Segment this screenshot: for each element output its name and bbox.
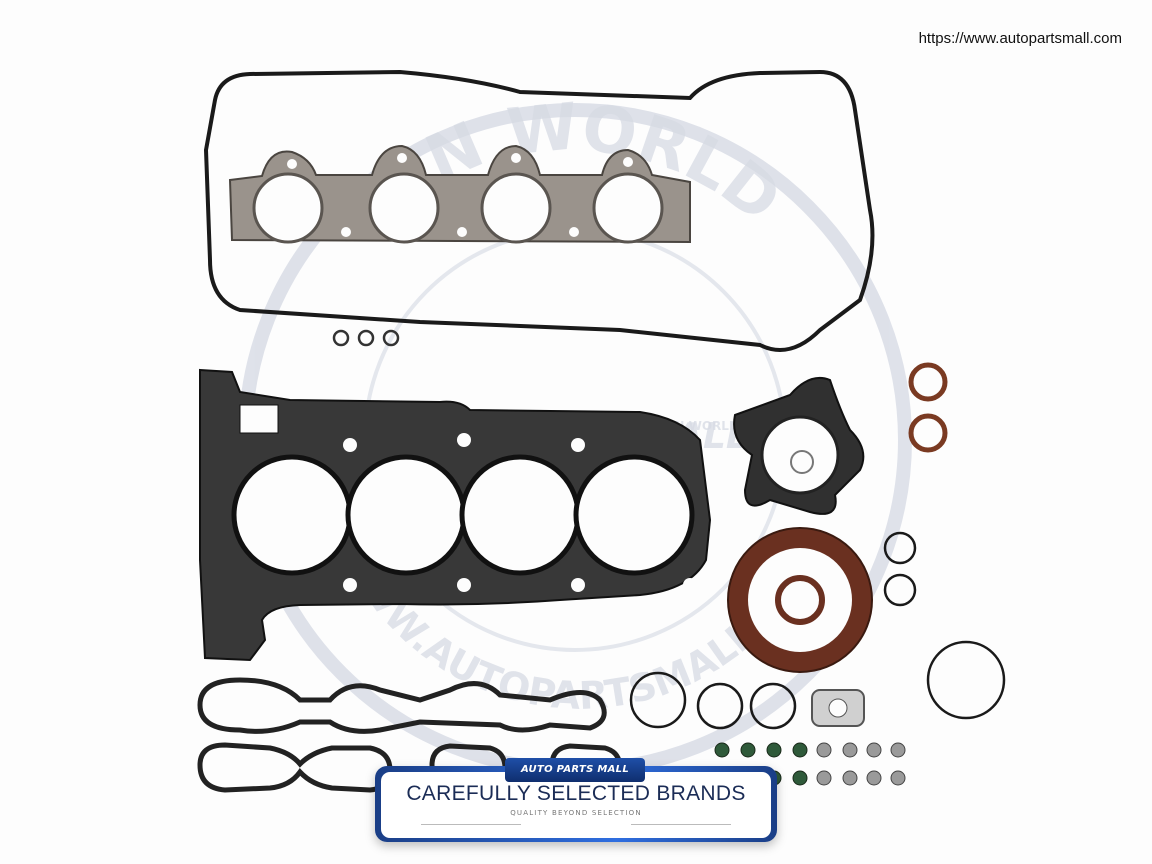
cylinder-head-gasket xyxy=(199,368,712,662)
banner-divider-left xyxy=(421,824,521,825)
water-outlet-gasket xyxy=(733,376,865,515)
small-o-rings xyxy=(332,329,400,347)
crankshaft-rear-seal xyxy=(727,527,873,673)
brand-banner: AUTO PARTS MALL CAREFULLY SELECTED BRAND… xyxy=(375,758,777,842)
intake-manifold-gasket-upper xyxy=(197,677,607,734)
turbo-plate-gasket xyxy=(811,689,865,727)
exhaust-manifold-gasket xyxy=(228,144,691,244)
site-url: https://www.autopartsmall.com xyxy=(918,30,1122,47)
banner-panel: CAREFULLY SELECTED BRANDS QUALITY BEYOND… xyxy=(381,772,771,838)
banner-brand-tag: AUTO PARTS MALL xyxy=(505,758,645,782)
medium-o-rings xyxy=(629,531,1006,730)
brown-seal-rings xyxy=(908,362,948,453)
valve-cover-gasket xyxy=(203,69,875,352)
banner-subtitle: QUALITY BEYOND SELECTION xyxy=(510,809,642,817)
banner-divider-right xyxy=(631,824,731,825)
banner-title: CAREFULLY SELECTED BRANDS xyxy=(406,782,746,805)
